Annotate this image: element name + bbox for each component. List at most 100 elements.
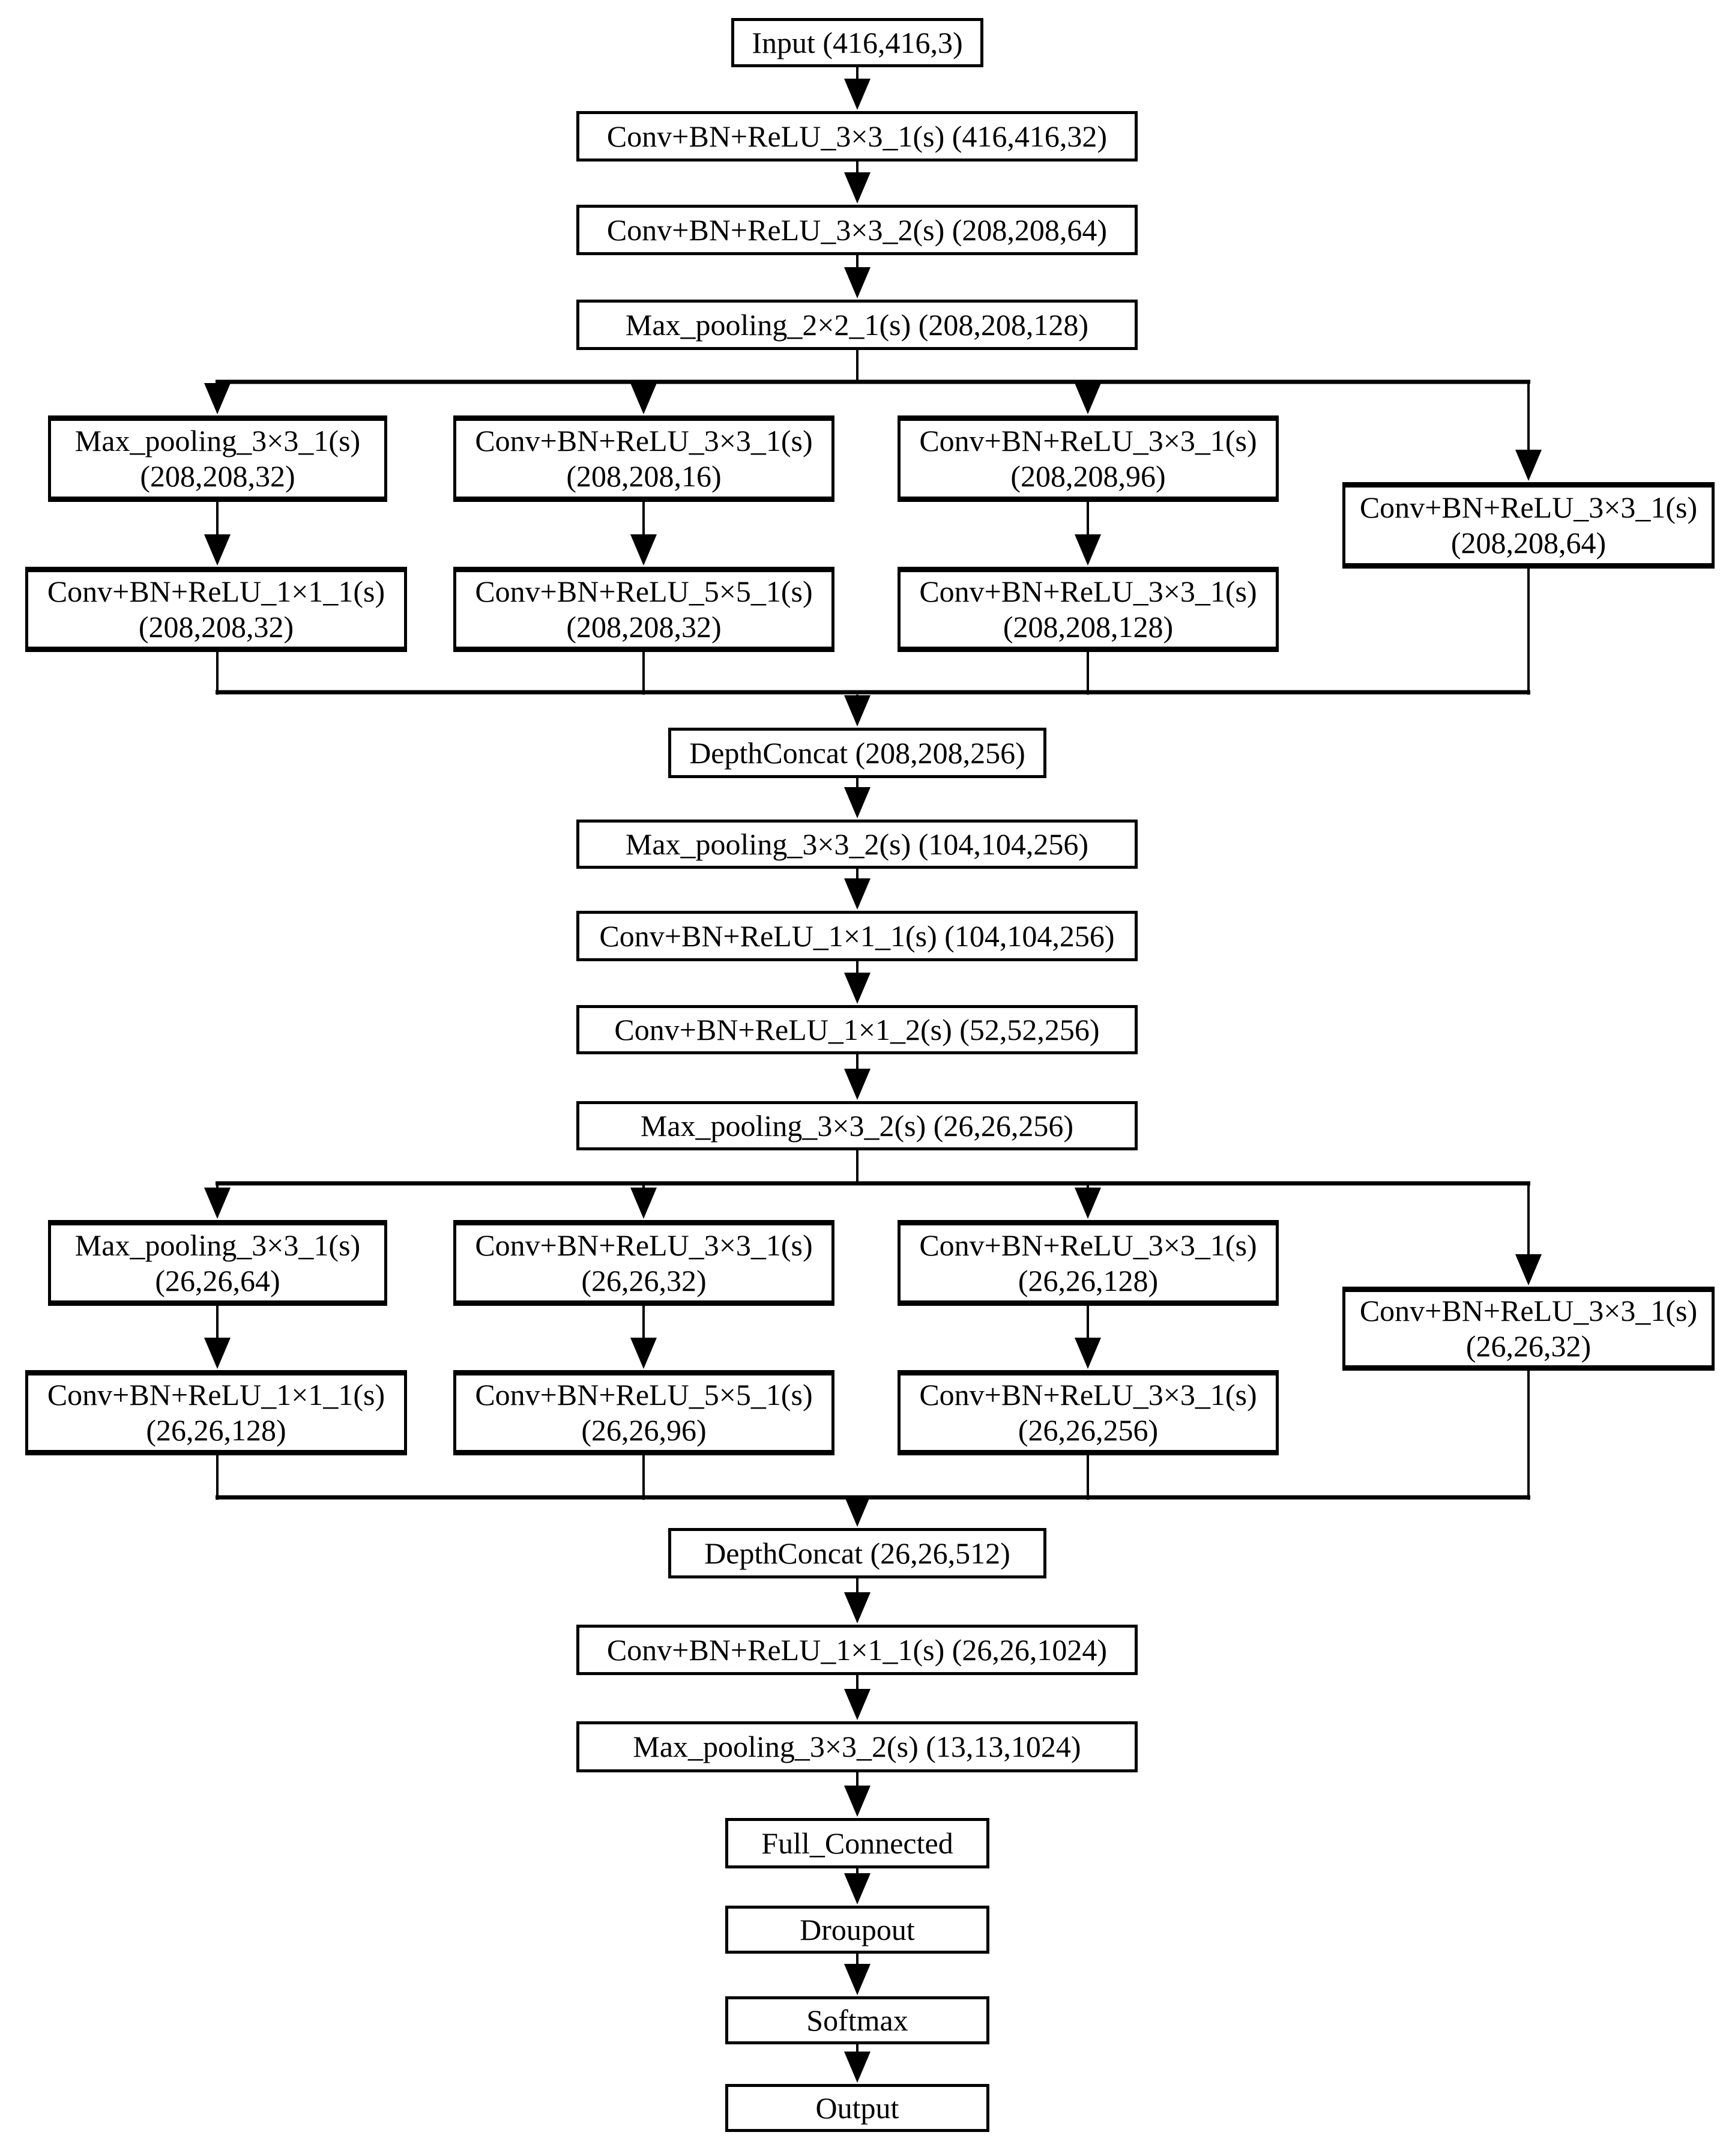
node-depthconcat-1: DepthConcat (208,208,256) <box>668 728 1046 778</box>
node-label: Droupout <box>800 1912 915 1946</box>
arrowhead-icon <box>630 534 657 566</box>
arrowhead-icon <box>1515 1254 1542 1285</box>
arrowhead-icon <box>844 1689 871 1720</box>
arrowhead-icon <box>630 383 657 414</box>
node-shape: (26,26,128) <box>146 1413 286 1447</box>
node-conv-1x1-2-52: Conv+BN+ReLU_1×1_2(s) (52,52,256) <box>576 1005 1138 1054</box>
arrowhead-icon <box>630 1338 657 1369</box>
arrowhead-icon <box>630 1188 657 1219</box>
arrowhead-icon <box>204 534 231 566</box>
node-inc1-conv-3x3-1-64: Conv+BN+ReLU_3×3_1(s)(208,208,64) <box>1342 482 1715 569</box>
node-shape: (208,208,64) <box>1450 526 1607 560</box>
arrowhead-icon <box>844 79 871 110</box>
node-label: Conv+BN+ReLU_1×1_1(s) (26,26,1024) <box>606 1632 1108 1667</box>
node-op: Conv+BN+ReLU_1×1_1(s) <box>47 575 385 608</box>
node-max-pooling-3x3-2-26: Max_pooling_3×3_2(s) (26,26,256) <box>576 1101 1138 1150</box>
node-label: Conv+BN+ReLU_1×1_2(s) (52,52,256) <box>614 1012 1100 1046</box>
node-max-pooling-3x3-2-13: Max_pooling_3×3_2(s) (13,13,1024) <box>576 1721 1138 1772</box>
node-label: Full_Connected <box>761 1826 953 1860</box>
node-label: Input (416,416,3) <box>752 25 963 59</box>
node-max-pooling-3x3-2-104: Max_pooling_3×3_2(s) (104,104,256) <box>576 820 1138 869</box>
node-label: Conv+BN+ReLU_3×3_1(s) (416,416,32) <box>606 119 1108 153</box>
node-label: Conv+BN+ReLU_1×1_1(s) (104,104,256) <box>599 919 1115 953</box>
node-shape: (26,26,96) <box>581 1413 707 1447</box>
node-inc2-conv-3x3-1-32b: Conv+BN+ReLU_3×3_1(s)(26,26,32) <box>1342 1287 1715 1371</box>
arrowhead-icon <box>1075 1338 1101 1369</box>
node-op: Max_pooling_3×3_1(s) <box>74 1228 361 1262</box>
arrowhead-icon <box>1075 1188 1101 1219</box>
node-inc1-conv-3x3-1-96: Conv+BN+ReLU_3×3_1(s)(208,208,96) <box>898 415 1279 502</box>
node-shape: (26,26,64) <box>155 1263 280 1297</box>
node-shape: (208,208,32) <box>138 610 294 644</box>
node-softmax: Softmax <box>725 1996 989 2044</box>
node-shape: (26,26,32) <box>581 1263 707 1297</box>
node-conv-bn-relu-3x3-1: Conv+BN+ReLU_3×3_1(s) (416,416,32) <box>576 111 1138 162</box>
arrowhead-icon <box>204 1188 231 1219</box>
node-inc2-max-pooling-3x3-1: Max_pooling_3×3_1(s)(26,26,64) <box>48 1220 387 1306</box>
node-inc1-conv-1x1-1: Conv+BN+ReLU_1×1_1(s)(208,208,32) <box>25 567 407 652</box>
node-label: Max_pooling_3×3_2(s) (13,13,1024) <box>633 1730 1081 1763</box>
arrowhead-icon <box>844 267 871 298</box>
node-op: Conv+BN+ReLU_3×3_1(s) <box>1359 1294 1698 1327</box>
arrowhead-icon <box>844 1069 871 1100</box>
arrowhead-icon <box>844 172 871 204</box>
arrowhead-icon <box>844 878 871 910</box>
node-inc2-conv-1x1-1: Conv+BN+ReLU_1×1_1(s)(26,26,128) <box>25 1370 407 1455</box>
arrowhead-icon <box>844 2052 871 2083</box>
node-shape: (208,208,32) <box>566 610 722 644</box>
node-op: Conv+BN+ReLU_5×5_1(s) <box>475 575 813 608</box>
arrowhead-icon <box>844 787 871 818</box>
node-shape: (208,208,128) <box>1003 610 1174 644</box>
node-label: Conv+BN+ReLU_3×3_2(s) (208,208,64) <box>606 213 1108 247</box>
node-op: Conv+BN+ReLU_3×3_1(s) <box>919 575 1257 608</box>
node-label: DepthConcat (208,208,256) <box>689 735 1025 770</box>
node-label: Softmax <box>806 2003 908 2037</box>
arrowhead-icon <box>204 1338 231 1369</box>
node-inc1-max-pooling-3x3-1: Max_pooling_3×3_1(s)(208,208,32) <box>48 415 387 502</box>
node-conv-1x1-1-104: Conv+BN+ReLU_1×1_1(s) (104,104,256) <box>576 911 1138 961</box>
node-shape: (208,208,32) <box>140 459 295 493</box>
arrowhead-icon <box>844 1592 871 1623</box>
node-output: Output <box>725 2084 989 2132</box>
node-inc1-conv-5x5-1: Conv+BN+ReLU_5×5_1(s)(208,208,32) <box>453 567 834 652</box>
node-op: Conv+BN+ReLU_5×5_1(s) <box>475 1378 813 1412</box>
node-label: Max_pooling_2×2_1(s) (208,208,128) <box>625 307 1089 342</box>
arrowhead-icon <box>1075 534 1101 566</box>
node-op: Conv+BN+ReLU_3×3_1(s) <box>475 1228 813 1262</box>
node-op: Max_pooling_3×3_1(s) <box>74 424 361 457</box>
node-label: Max_pooling_3×3_2(s) (26,26,256) <box>640 1108 1074 1143</box>
node-inc2-conv-3x3-1-256: Conv+BN+ReLU_3×3_1(s)(26,26,256) <box>898 1370 1279 1455</box>
node-inc2-conv-5x5-1: Conv+BN+ReLU_5×5_1(s)(26,26,96) <box>453 1370 834 1455</box>
node-inc2-conv-3x3-1-32: Conv+BN+ReLU_3×3_1(s)(26,26,32) <box>453 1220 834 1306</box>
node-inc1-conv-3x3-1-128: Conv+BN+ReLU_3×3_1(s)(208,208,128) <box>898 567 1279 652</box>
arrowhead-icon <box>844 695 871 726</box>
arrowhead-icon <box>844 973 871 1004</box>
node-op: Conv+BN+ReLU_3×3_1(s) <box>475 424 813 457</box>
arrowhead-icon <box>844 1873 871 1904</box>
node-conv-1x1-1-1024: Conv+BN+ReLU_1×1_1(s) (26,26,1024) <box>576 1625 1138 1675</box>
node-inc1-conv-3x3-1-16: Conv+BN+ReLU_3×3_1(s)(208,208,16) <box>453 415 834 502</box>
node-label: Max_pooling_3×3_2(s) (104,104,256) <box>625 827 1089 861</box>
node-droupout: Droupout <box>725 1906 989 1954</box>
arrowhead-icon <box>1075 383 1101 414</box>
node-shape: (26,26,32) <box>1465 1329 1592 1363</box>
node-shape: (26,26,256) <box>1018 1413 1159 1447</box>
arrowhead-icon <box>1515 450 1542 481</box>
node-op: Conv+BN+ReLU_3×3_1(s) <box>919 1378 1257 1412</box>
node-inc2-conv-3x3-1-128: Conv+BN+ReLU_3×3_1(s)(26,26,128) <box>898 1220 1279 1306</box>
node-input: Input (416,416,3) <box>731 18 983 67</box>
node-op: Conv+BN+ReLU_3×3_1(s) <box>919 424 1257 457</box>
node-max-pooling-2x2-1: Max_pooling_2×2_1(s) (208,208,128) <box>576 300 1138 350</box>
node-op: Conv+BN+ReLU_3×3_1(s) <box>1359 491 1698 524</box>
node-conv-bn-relu-3x3-2: Conv+BN+ReLU_3×3_2(s) (208,208,64) <box>576 205 1138 255</box>
node-op: Conv+BN+ReLU_1×1_1(s) <box>47 1378 385 1412</box>
node-full-connected: Full_Connected <box>725 1818 989 1868</box>
node-shape: (208,208,16) <box>566 459 722 493</box>
node-label: Output <box>815 2091 899 2125</box>
node-op: Conv+BN+ReLU_3×3_1(s) <box>919 1228 1257 1262</box>
node-shape: (208,208,96) <box>1010 459 1166 493</box>
arrowhead-icon <box>204 383 231 414</box>
node-shape: (26,26,128) <box>1018 1263 1159 1297</box>
